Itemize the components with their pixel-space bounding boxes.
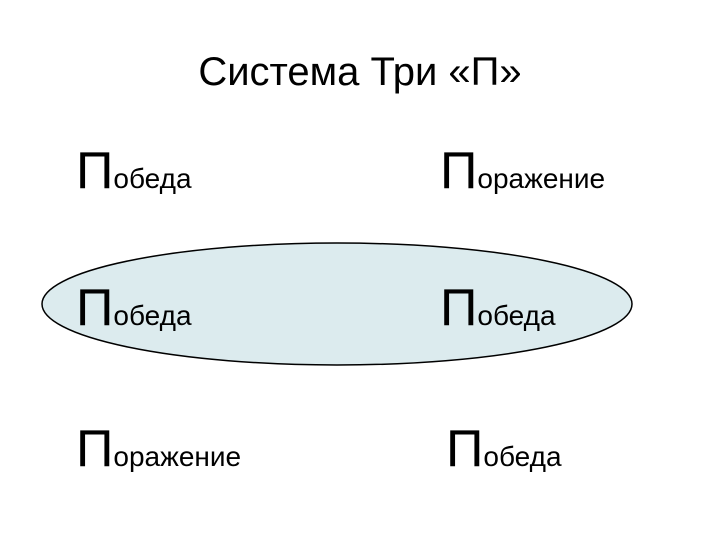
row-3-left-initial: П bbox=[76, 420, 114, 478]
row-2-right-rest: обеда bbox=[477, 300, 556, 331]
row-3-right-initial: П bbox=[446, 420, 484, 478]
highlight-ellipse-shape bbox=[41, 242, 633, 366]
row-2-left-rest: обеда bbox=[113, 300, 192, 331]
row-3-right-word: Победа bbox=[446, 423, 562, 475]
row-1-right-word: Поражение bbox=[440, 145, 605, 197]
row-3-right-rest: обеда bbox=[483, 441, 562, 472]
row-1-left-initial: П bbox=[76, 142, 114, 200]
slide-title: Система Три «П» bbox=[198, 50, 522, 94]
row-2-right-initial: П bbox=[440, 279, 478, 337]
row-1-left-rest: обеда bbox=[113, 163, 192, 194]
highlight-ellipse bbox=[41, 242, 633, 366]
row-2-right-word: Победа bbox=[440, 282, 556, 334]
row-3-left-rest: оражение bbox=[113, 441, 242, 472]
row-3-left-word: Поражение bbox=[76, 423, 241, 475]
row-1-right-rest: оражение bbox=[477, 163, 606, 194]
row-2-left-initial: П bbox=[76, 279, 114, 337]
row-1-left-word: Победа bbox=[76, 145, 192, 197]
row-2-left-word: Победа bbox=[76, 282, 192, 334]
row-1-right-initial: П bbox=[440, 142, 478, 200]
